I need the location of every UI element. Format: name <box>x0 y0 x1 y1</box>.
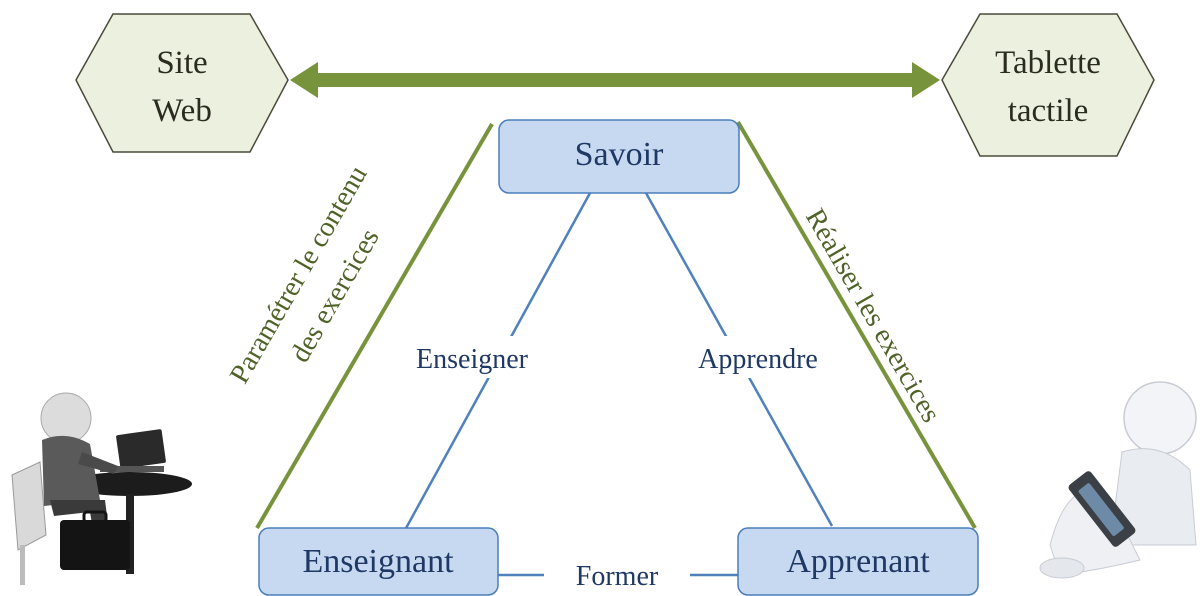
edge-label-enseigner: Enseigner <box>416 344 529 375</box>
box-apprenant-shape <box>737 527 979 596</box>
hexagon-site-web-line2: Web <box>152 93 212 129</box>
hexagon-site-web-shape <box>75 13 289 153</box>
left-side-line <box>255 122 494 530</box>
chair-leg <box>20 545 25 585</box>
label-bg-enseigner <box>388 336 556 378</box>
briefcase-handle <box>82 510 108 524</box>
learner-feet <box>1039 557 1085 579</box>
box-savoir: Savoir <box>498 119 740 194</box>
box-savoir-label: Savoir <box>575 136 664 173</box>
edge-label-apprendre: Apprendre <box>698 344 818 375</box>
tablet-screen-glow <box>1078 483 1124 536</box>
side-label-right-text: Réaliser les exercices <box>799 204 946 428</box>
box-apprenant: Apprenant <box>737 527 979 596</box>
briefcase <box>60 520 130 570</box>
hexagon-tablette-tactile-line2: tactile <box>1008 93 1089 129</box>
hexagon-tablette-tactile: Tablette tactile <box>941 13 1155 157</box>
hexagon-tablette-tactile-shape <box>941 13 1155 157</box>
box-enseignant: Enseignant <box>258 527 499 596</box>
hexagon-site-web-line1: Site <box>156 45 207 81</box>
laptop-base <box>100 466 164 472</box>
laptop-screen <box>116 429 166 469</box>
learner-body <box>1109 448 1197 546</box>
double-arrow-shape <box>290 62 940 98</box>
hexagon-tablette-tactile-line1: Tablette <box>995 45 1101 81</box>
box-apprenant-label: Apprenant <box>786 543 930 580</box>
desk-top <box>68 472 192 496</box>
teacher-arm <box>78 452 118 474</box>
double-arrow <box>290 62 940 98</box>
learner-head <box>1123 381 1197 455</box>
side-label-left: Paramétrer le contenu des exercices <box>224 161 386 389</box>
teacher-head <box>40 392 92 444</box>
chair <box>11 461 47 551</box>
side-label-right: Réaliser les exercices <box>799 204 946 428</box>
learner-with-tablet-illustration <box>1039 381 1197 579</box>
box-enseignant-label: Enseignant <box>302 543 454 580</box>
edge-label-former: Former <box>576 561 659 592</box>
hexagon-site-web: Site Web <box>75 13 289 153</box>
box-enseignant-shape <box>258 527 499 596</box>
box-savoir-shape <box>498 119 740 194</box>
teacher-body <box>42 435 100 506</box>
teacher-at-laptop-illustration <box>11 392 192 585</box>
right-side-line <box>736 120 977 530</box>
label-bg-apprendre <box>672 336 844 378</box>
